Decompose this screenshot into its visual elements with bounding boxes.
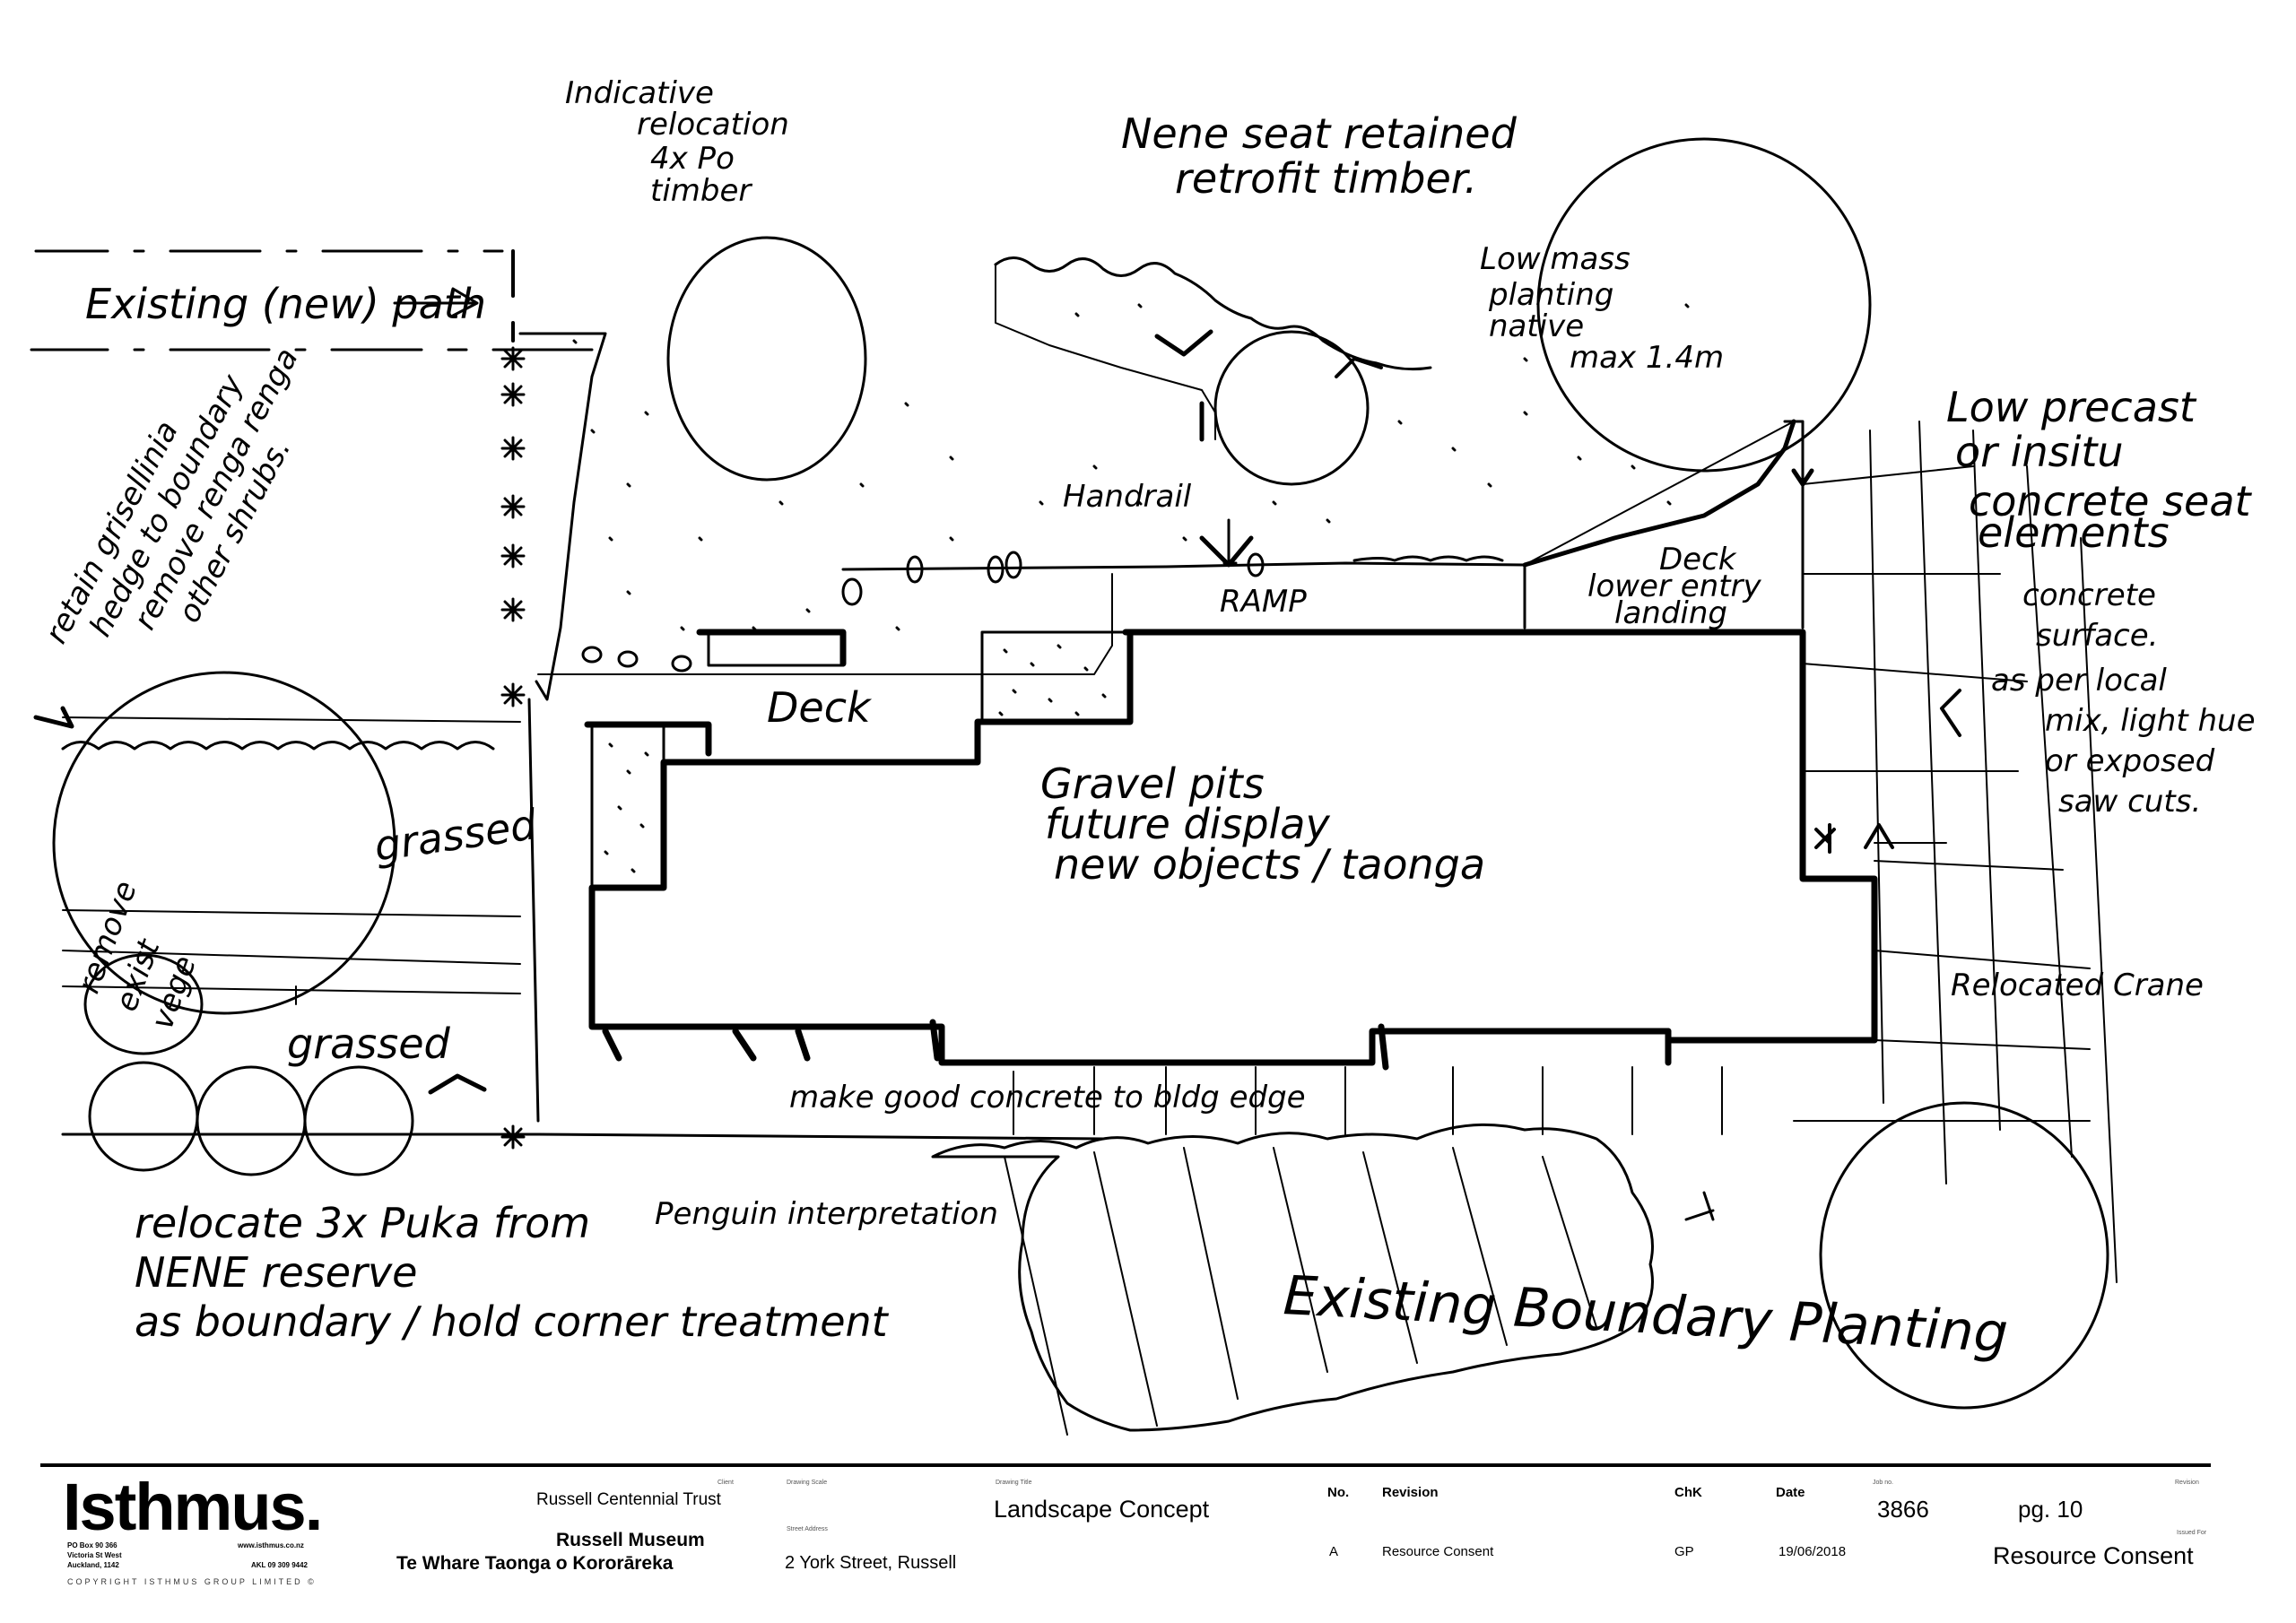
label-precast-1: or insitu (1955, 428, 2124, 476)
tree-po-relocation (666, 236, 867, 482)
puka-3 (303, 1065, 414, 1176)
office-address: PO Box 90 366 Victoria St West Auckland,… (67, 1541, 122, 1570)
client-name: Russell Centennial Trust (536, 1490, 721, 1509)
drawing-title: Landscape Concept (994, 1496, 1210, 1523)
landscape-concept-sketch: Existing (new) path Indicative relocatio… (30, 75, 2255, 1436)
office-phone: AKL 09 309 9442 (251, 1561, 309, 1569)
label-lowmass-1: planting (1488, 277, 1613, 313)
label-concrete-4: or exposed (2045, 743, 2215, 779)
label-puka-2: as boundary / hold corner treatment (135, 1298, 890, 1346)
client-caption: Client (718, 1480, 734, 1486)
label-gravel-2: new objects / taonga (1054, 840, 1485, 889)
project-name-maori: Te Whare Taonga o Kororāreka (396, 1553, 674, 1574)
rev-row-revision: Resource Consent (1382, 1544, 1494, 1559)
deck-left (707, 630, 845, 667)
label-lowmass-0: Low mass (1480, 241, 1631, 277)
puka-1 (88, 1061, 199, 1172)
label-lowmass-3: max 1.4m (1570, 340, 1724, 376)
gravel-pit-2 (590, 723, 665, 890)
label-decklower-0: Deck (1659, 542, 1737, 577)
label-concrete-3: mix, light hue (2045, 703, 2255, 739)
label-deck: Deck (767, 683, 873, 732)
address-line-2: Victoria St West (67, 1551, 122, 1559)
label-gravel-1: future display (1045, 800, 1330, 848)
issued-for: Resource Consent (1993, 1542, 2194, 1569)
tree-left-grassed (52, 671, 396, 1015)
address-line-3: Auckland, 1142 (67, 1561, 119, 1569)
title-block-rule (40, 1463, 2211, 1467)
tree-boundary (1819, 1101, 2109, 1410)
label-existing-path: Existing (new) path (85, 280, 486, 328)
label-penguin: Penguin interpretation (655, 1196, 998, 1232)
planting-stipple (572, 303, 1690, 631)
hedge-markers (500, 346, 526, 1150)
rev-header-no: No. (1327, 1485, 1350, 1500)
address-line-1: PO Box 90 366 (67, 1541, 117, 1549)
rev-row-chk: GP (1674, 1544, 1694, 1559)
street-address-caption: Street Address (787, 1526, 828, 1532)
isthmus-logo: Isthmus. (63, 1470, 323, 1544)
page-number: pg. 10 (2018, 1496, 2083, 1523)
label-concrete-0: concrete (2022, 577, 2156, 613)
path-arrow (393, 287, 479, 317)
building-outline (588, 629, 1878, 1066)
boundary-hatch (1004, 1147, 1597, 1436)
issued-for-caption: Issued For (2177, 1530, 2207, 1536)
label-lowmass-2: native (1489, 308, 1584, 344)
seat-elements (1522, 419, 1796, 568)
ramp-edge (841, 561, 1526, 629)
tree-low-mass (1536, 137, 1872, 473)
label-indicative-2: 4x Po (650, 141, 735, 177)
project-name: Russell Museum (556, 1530, 705, 1550)
office-web: www.isthmus.co.nz (238, 1541, 304, 1549)
label-nene-1: retrofit timber. (1175, 154, 1477, 203)
label-grassed-1: grassed (371, 800, 540, 871)
rev-row-no: A (1329, 1544, 1339, 1559)
label-puka-0: relocate 3x Puka from (135, 1199, 590, 1247)
label-precast-0: Low precast (1946, 383, 2197, 431)
rev-header-chk: ChK (1674, 1485, 1702, 1500)
label-handrail: Handrail (1063, 479, 1192, 515)
boundary-planting (931, 1123, 1654, 1432)
rev-header-revision: Revision (1382, 1485, 1439, 1500)
label-decklower-2: landing (1614, 595, 1727, 631)
gravel-pit-1 (980, 630, 1132, 724)
label-ramp: RAMP (1220, 584, 1307, 620)
label-concrete-1: surface. (2036, 618, 2158, 654)
job-no-caption: Job no. (1873, 1480, 1893, 1486)
drawing-title-caption: Drawing Title (996, 1480, 1032, 1486)
label-precast-2: concrete seat (1969, 477, 2253, 525)
label-concrete-5: saw cuts. (2058, 784, 2201, 820)
label-nene-0: Nene seat retained (1121, 109, 1518, 158)
label-crane: Relocated Crane (1951, 968, 2204, 1003)
rev-header-date: Date (1776, 1485, 1805, 1500)
label-precast-3: elements (1978, 508, 2170, 557)
revision-caption: Revision (2175, 1480, 2199, 1486)
label-concrete-2: as per local (1991, 663, 2167, 699)
vege-remove (83, 953, 204, 1055)
tree-nene (1213, 330, 1370, 486)
label-indicative-1: relocation (637, 107, 789, 143)
street-address: 2 York Street, Russell (785, 1553, 957, 1573)
label-indicative-0: Indicative (565, 75, 714, 111)
puka-2 (196, 1065, 307, 1176)
label-grassed-2: grassed (287, 1020, 451, 1068)
label-puka-1: NENE reserve (135, 1248, 418, 1297)
label-decklower-1: lower entry (1587, 568, 1762, 604)
rocks (581, 551, 1265, 673)
copyright: COPYRIGHT ISTHMUS GROUP LIMITED © (67, 1577, 317, 1586)
label-indicative-3: timber (650, 173, 752, 209)
drawing-scale-caption: Drawing Scale (787, 1480, 828, 1486)
concrete-grid (1013, 421, 2118, 1283)
label-gravel-0: Gravel pits (1040, 759, 1265, 808)
rev-row-date: 19/06/2018 (1779, 1544, 1847, 1559)
label-make-good: make good concrete to bldg edge (789, 1080, 1306, 1115)
job-no: 3866 (1877, 1496, 1929, 1523)
label-boundary-planting: Existing Boundary Planting (1282, 1264, 2009, 1365)
planting-edge (994, 256, 1432, 371)
gravel-stipple (604, 644, 1107, 873)
